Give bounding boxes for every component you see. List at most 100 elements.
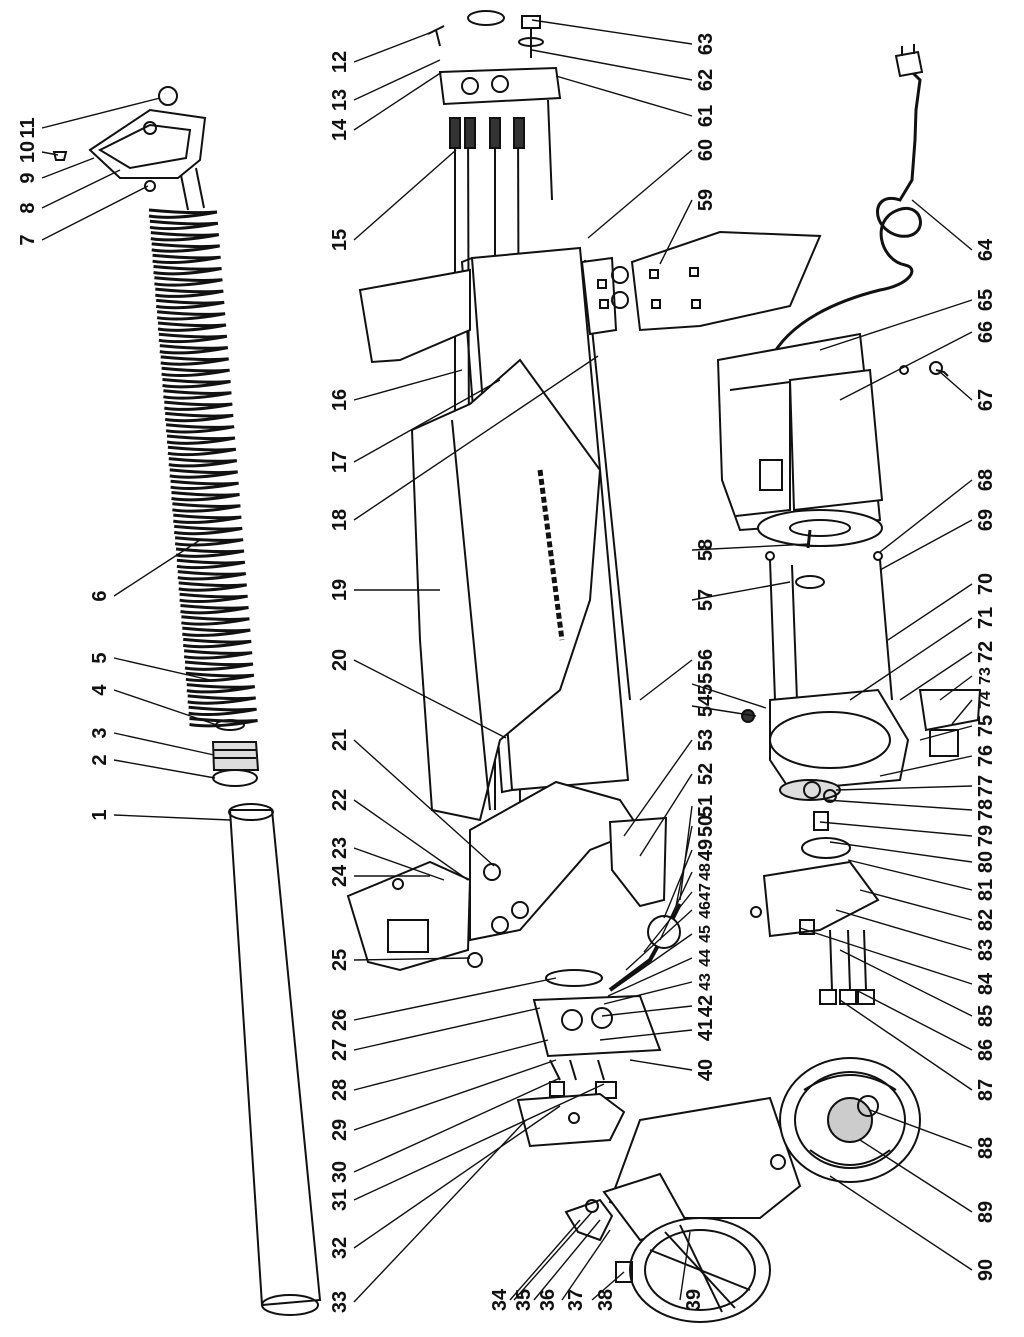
leader-66 xyxy=(839,331,973,401)
callout-11: 11 xyxy=(17,117,39,139)
leader-69 xyxy=(879,519,973,571)
pump-housing xyxy=(741,688,982,801)
callout-16: 16 xyxy=(329,388,351,412)
leader-40 xyxy=(629,1059,693,1071)
leader-22 xyxy=(353,799,469,881)
leader-6 xyxy=(113,539,201,597)
leader-63 xyxy=(531,19,693,45)
leader-52 xyxy=(639,773,693,857)
wheel-front xyxy=(629,1217,771,1323)
callout-19: 19 xyxy=(329,578,351,602)
pump-base-block xyxy=(750,860,880,1005)
leader-43 xyxy=(603,981,693,1005)
callout-89: 89 xyxy=(975,1200,997,1224)
leader-30 xyxy=(353,1077,561,1173)
leader-36 xyxy=(533,1219,601,1301)
leader-44 xyxy=(607,957,693,997)
leader-49 xyxy=(663,849,693,919)
leader-75 xyxy=(919,725,973,741)
valve-block xyxy=(532,903,682,1099)
leader-51 xyxy=(679,805,693,901)
leader-87 xyxy=(839,999,973,1091)
callout-40: 40 xyxy=(695,1058,717,1082)
leader-85 xyxy=(839,949,973,1017)
leader-15 xyxy=(353,149,457,241)
callout-36: 36 xyxy=(537,1288,559,1312)
leader-25 xyxy=(353,957,471,961)
callout-34: 34 xyxy=(489,1288,511,1312)
leader-21 xyxy=(353,739,495,867)
callout-37: 37 xyxy=(565,1288,587,1312)
callout-24: 24 xyxy=(329,864,351,888)
leader-27 xyxy=(353,1007,541,1051)
leader-37 xyxy=(561,1229,611,1301)
callout-62: 62 xyxy=(695,68,717,92)
leader-70 xyxy=(887,583,973,641)
leader-54 xyxy=(691,705,757,717)
leader-59 xyxy=(659,199,693,265)
callout-6: 6 xyxy=(89,590,111,602)
leader-45 xyxy=(611,933,693,991)
callout-38: 38 xyxy=(595,1288,617,1312)
callout-53: 53 xyxy=(695,728,717,752)
callout-39: 39 xyxy=(683,1288,705,1312)
leader-88 xyxy=(869,1109,973,1149)
callout-65: 65 xyxy=(975,288,997,312)
leader-31 xyxy=(353,1083,605,1201)
cross-guard xyxy=(608,816,668,908)
callout-64: 64 xyxy=(975,238,997,262)
callout-7: 7 xyxy=(17,234,39,246)
callout-68: 68 xyxy=(975,468,997,492)
leader-84 xyxy=(799,927,973,985)
leader-72 xyxy=(899,651,973,701)
leader-4 xyxy=(113,689,218,726)
leader-7 xyxy=(41,185,149,241)
wheel-fitting xyxy=(564,1198,633,1283)
callout-32: 32 xyxy=(329,1236,351,1260)
leader-77 xyxy=(835,785,973,791)
leader-13 xyxy=(353,59,441,101)
piston-rod xyxy=(179,167,205,211)
callout-4: 4 xyxy=(89,684,111,696)
callout-27: 27 xyxy=(329,1038,351,1062)
leader-1 xyxy=(113,814,231,821)
leader-lines xyxy=(41,19,973,1303)
leader-11 xyxy=(41,97,161,129)
leader-18 xyxy=(353,355,599,521)
callout-85: 85 xyxy=(975,1004,997,1028)
callout-12: 12 xyxy=(329,50,351,74)
leader-9 xyxy=(41,157,95,179)
leader-74 xyxy=(951,699,973,725)
leader-10 xyxy=(41,151,59,156)
leader-65 xyxy=(819,299,973,351)
wheel-rear xyxy=(770,1057,921,1183)
top-bracket xyxy=(52,86,207,192)
callout-71: 71 xyxy=(975,606,997,630)
callout-86: 86 xyxy=(975,1038,997,1062)
callout-28: 28 xyxy=(329,1078,351,1102)
leader-62 xyxy=(531,49,693,81)
cylinder-tube xyxy=(228,803,322,1316)
leader-81 xyxy=(847,859,973,891)
leader-20 xyxy=(353,659,507,739)
callout-52: 52 xyxy=(695,762,717,786)
leader-71 xyxy=(849,617,973,701)
callout-15: 15 xyxy=(329,228,351,252)
leader-16 xyxy=(353,369,463,401)
callout-58: 58 xyxy=(695,538,717,562)
callout-35: 35 xyxy=(513,1288,535,1312)
return-spring xyxy=(148,208,258,728)
callout-83: 83 xyxy=(975,938,997,962)
leader-12 xyxy=(353,31,433,63)
leader-29 xyxy=(353,1059,557,1131)
callout-87: 87 xyxy=(975,1078,997,1102)
leader-8 xyxy=(41,169,121,209)
callout-21: 21 xyxy=(329,728,351,752)
leader-46 xyxy=(625,909,693,971)
leader-38 xyxy=(591,1271,625,1301)
leader-3 xyxy=(113,732,215,756)
leader-89 xyxy=(859,1139,973,1213)
leader-28 xyxy=(353,1039,549,1091)
callout-88: 88 xyxy=(975,1136,997,1160)
